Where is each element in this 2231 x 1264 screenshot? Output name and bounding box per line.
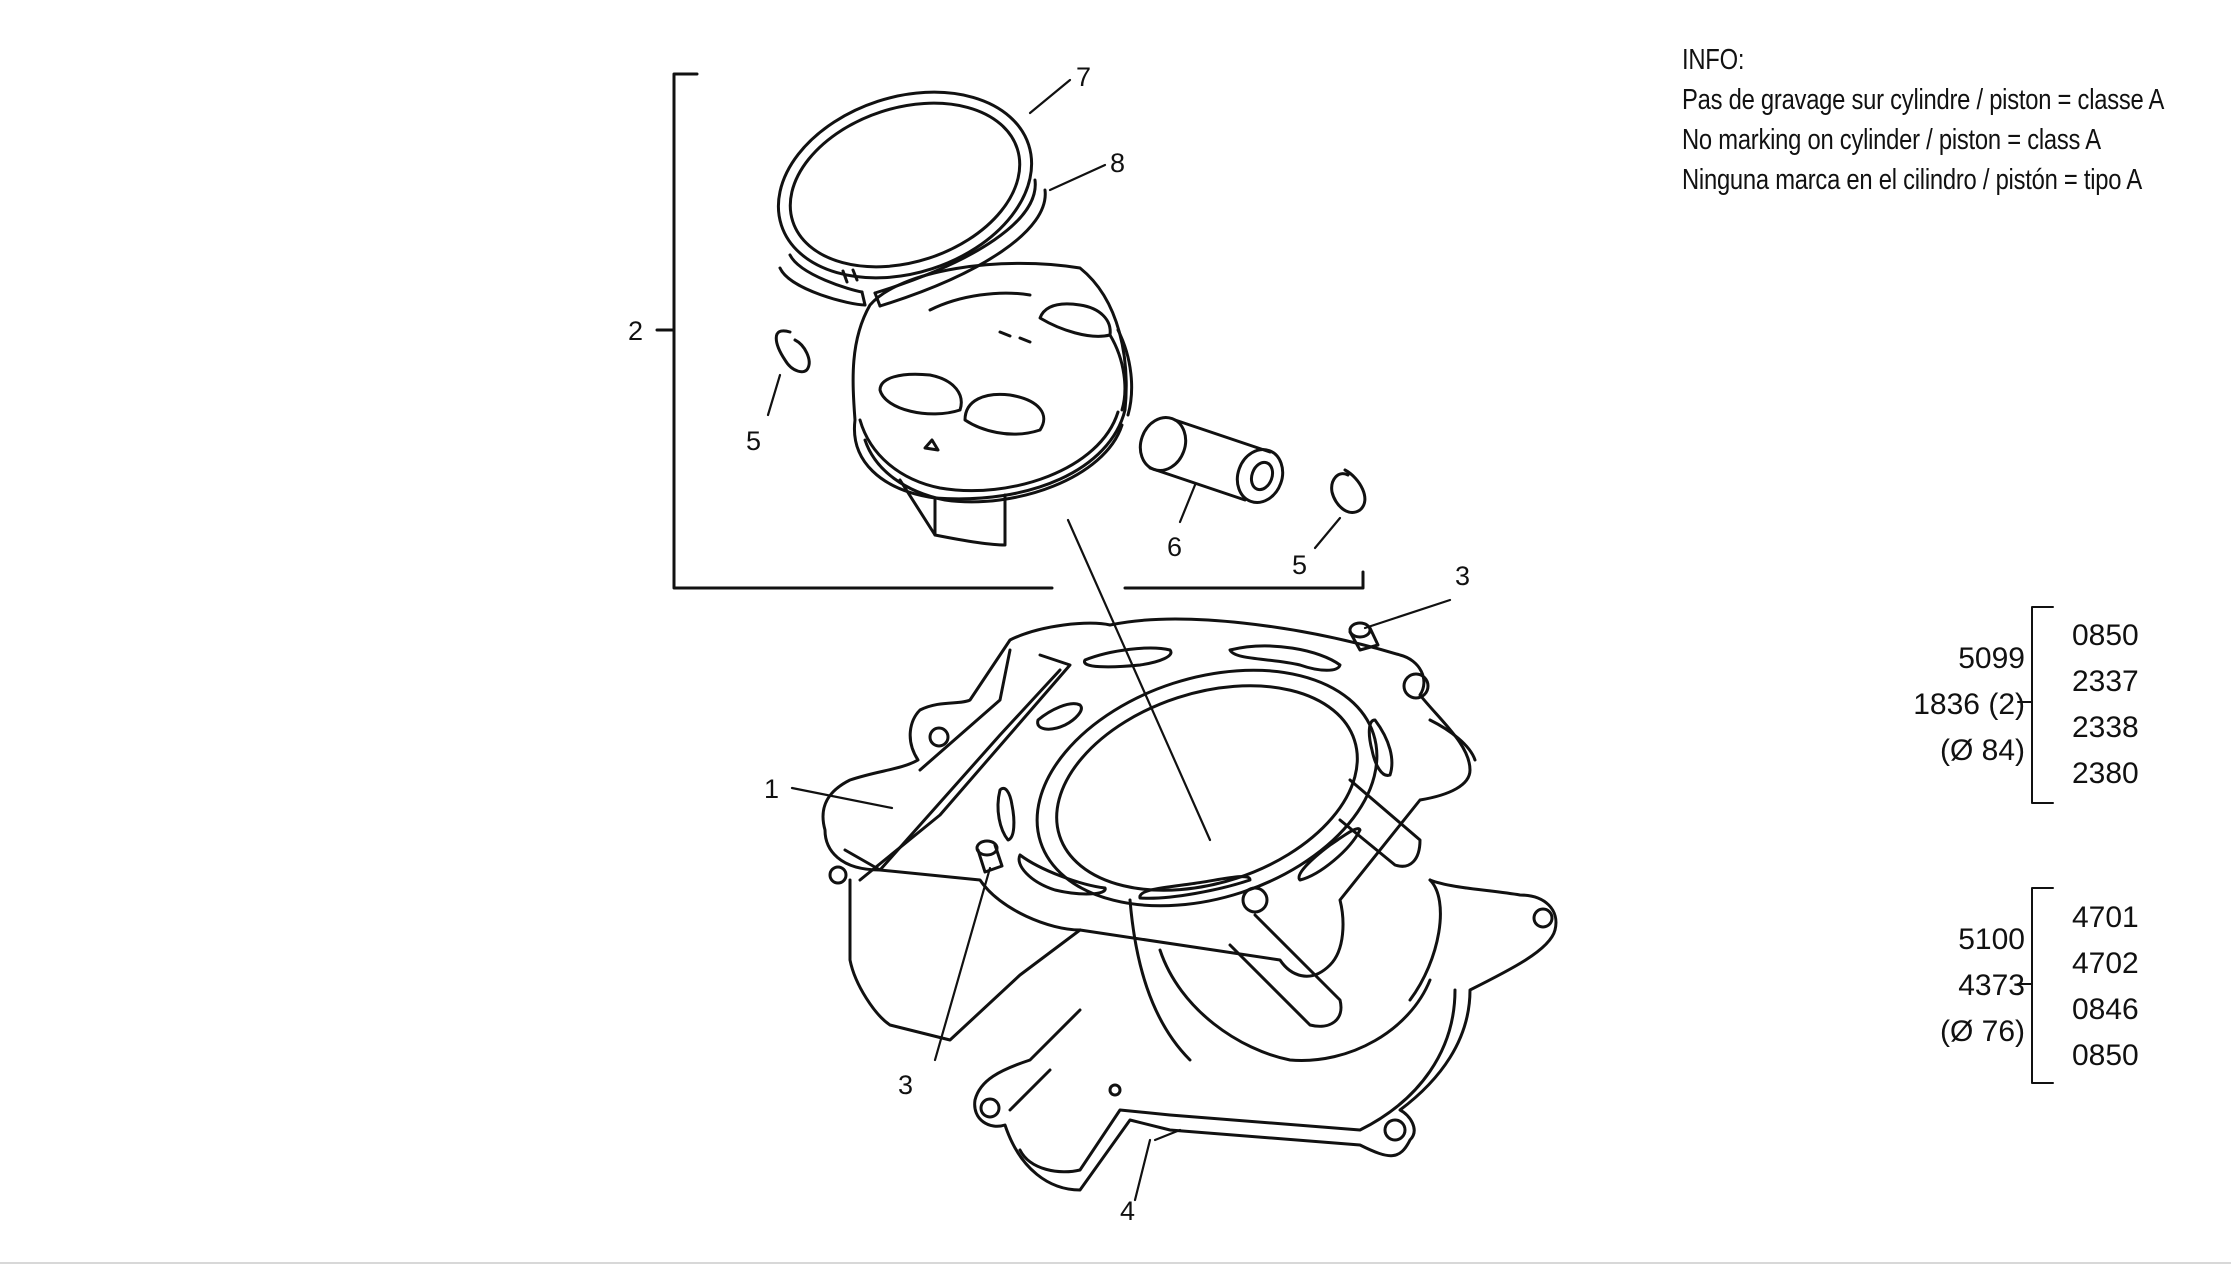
piston-kit-bracket xyxy=(655,72,1365,590)
spec-group-76: 5100 4373 (Ø 76) 4701 4702 0846 0850 xyxy=(1940,901,2139,1072)
piston-ring-top xyxy=(776,90,1034,284)
callout-7: 7 xyxy=(1076,62,1091,92)
callout-8: 8 xyxy=(1110,148,1125,178)
spec-group-84: 5099 1836 (2) (Ø 84) 0850 2337 2338 2380 xyxy=(1913,619,2139,790)
spec-left-1: 5099 xyxy=(1958,642,2025,675)
spec-right-4: 0850 xyxy=(2072,1039,2139,1072)
spec-right-1: 4701 xyxy=(2072,901,2139,934)
info-note: INFO: Pas de gravage sur cylindre / pist… xyxy=(1682,40,2231,200)
cylinder xyxy=(821,617,1477,1062)
spec-bracket-top xyxy=(2017,606,2054,804)
piston xyxy=(851,261,1134,547)
spec-left-2: 1836 (2) xyxy=(1913,688,2025,721)
callout-labels: 7 8 2 5 6 5 3 1 3 4 xyxy=(628,62,1470,1226)
callout-3-top: 3 xyxy=(1455,561,1470,591)
dowel-pin-top xyxy=(1348,621,1380,652)
spec-left-3: (Ø 76) xyxy=(1940,1015,2025,1048)
callout-5-left: 5 xyxy=(746,426,761,456)
spec-right-3: 2338 xyxy=(2072,711,2139,744)
circlip-left xyxy=(774,329,811,374)
info-title: INFO: xyxy=(1682,44,1745,76)
bottom-divider xyxy=(0,1262,2231,1264)
info-line-es: Ninguna marca en el cilindro / pistón = … xyxy=(1682,164,2142,196)
piston-ring-second xyxy=(778,178,1047,308)
spec-left-3: (Ø 84) xyxy=(1940,734,2025,767)
spec-left-1: 5100 xyxy=(1958,923,2025,956)
callout-5-right: 5 xyxy=(1292,550,1307,580)
spec-right-3: 0846 xyxy=(2072,993,2139,1026)
circlip-right xyxy=(1330,468,1367,514)
spec-left-2: 4373 xyxy=(1958,969,2025,1002)
callout-2: 2 xyxy=(628,316,643,346)
piston-pin xyxy=(1138,416,1285,504)
spec-right-1: 0850 xyxy=(2072,619,2139,652)
callout-1: 1 xyxy=(764,774,779,804)
spec-right-4: 2380 xyxy=(2072,757,2139,790)
info-line-en: No marking on cylinder / piston = class … xyxy=(1682,124,2101,156)
callout-4: 4 xyxy=(1120,1196,1135,1226)
callout-6: 6 xyxy=(1167,532,1182,562)
info-line-fr: Pas de gravage sur cylindre / piston = c… xyxy=(1682,84,2165,116)
base-gasket xyxy=(973,878,1558,1192)
dowel-pin-bottom xyxy=(975,839,1004,874)
spec-bracket-bottom xyxy=(2017,887,2054,1084)
callout-3-bottom: 3 xyxy=(898,1070,913,1100)
spec-right-2: 4702 xyxy=(2072,947,2139,980)
spec-right-2: 2337 xyxy=(2072,665,2139,698)
leader-lines xyxy=(766,78,1452,1202)
